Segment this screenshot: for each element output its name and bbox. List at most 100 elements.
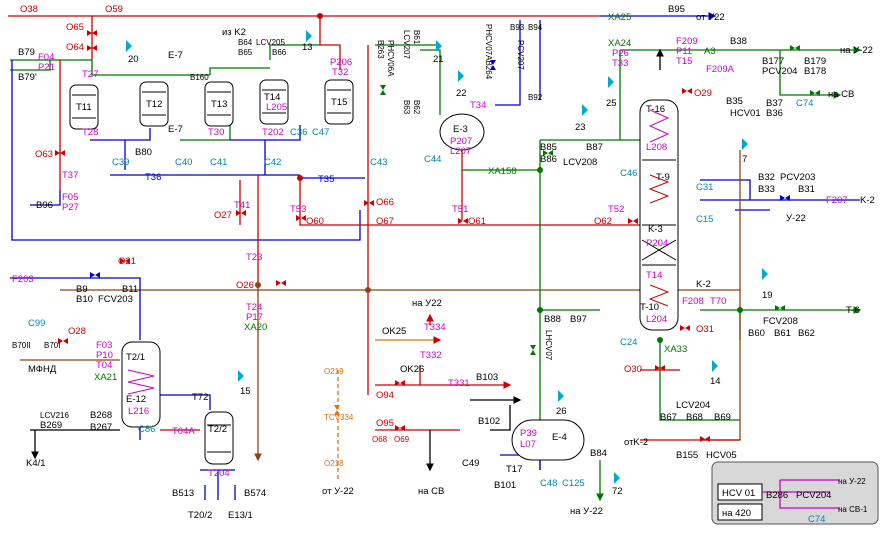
label-p27: P27 xyxy=(62,202,79,213)
vessel-e12[interactable] xyxy=(121,341,161,428)
valve-o31[interactable] xyxy=(680,325,690,331)
label-xa20: XA20 xyxy=(244,322,267,333)
exchanger-t13[interactable] xyxy=(204,81,234,127)
label-c49: C49 xyxy=(462,458,479,469)
valve-o61[interactable] xyxy=(458,218,468,224)
label-b62: B62 xyxy=(412,100,421,115)
label-b11: B11 xyxy=(122,284,138,295)
exchanger-t22[interactable] xyxy=(204,411,234,465)
instrument-flags xyxy=(126,30,768,484)
valve-fcv203[interactable] xyxy=(90,272,100,278)
label-xa33: XA33 xyxy=(664,344,687,355)
label-p17: P17 xyxy=(246,312,263,323)
label-t24: T24 xyxy=(246,302,262,313)
label-t36: T36 xyxy=(145,172,161,183)
valve-o27[interactable] xyxy=(236,210,246,216)
label-o219: O219 xyxy=(324,367,344,376)
flag-15-icon xyxy=(238,370,244,382)
label-t72: T72 xyxy=(192,392,208,403)
valve-phcv07a[interactable] xyxy=(490,60,496,70)
vessel-e3[interactable] xyxy=(439,113,485,151)
label-t16: T-16 xyxy=(646,104,665,115)
valve-o62[interactable] xyxy=(628,218,638,224)
label-p207: P207 xyxy=(450,136,472,147)
valve-o30[interactable] xyxy=(655,365,665,371)
legend-nasv1: на СВ-1 xyxy=(838,505,868,514)
valve-o66[interactable] xyxy=(364,200,374,206)
valve-o65[interactable] xyxy=(87,30,97,36)
label-o29: O29 xyxy=(694,88,712,99)
valve-o29[interactable] xyxy=(682,88,692,94)
label-b70i: B70I xyxy=(44,341,60,350)
label-b80: B80 xyxy=(135,147,152,158)
label-n15: 15 xyxy=(240,386,251,397)
valve-phcv06a[interactable] xyxy=(380,85,386,95)
label-xa25: XA25 xyxy=(608,12,631,23)
label-t37: T37 xyxy=(62,170,78,181)
valve-pcv203[interactable] xyxy=(780,195,790,201)
flag-25-icon xyxy=(608,76,614,88)
label-k2a: K-2 xyxy=(860,195,875,206)
valve-lcv208[interactable] xyxy=(543,150,553,156)
label-b69: B69 xyxy=(714,412,731,423)
valve-fcv208[interactable] xyxy=(775,305,785,311)
label-b37: B37 xyxy=(766,98,783,109)
valve-hcv05[interactable] xyxy=(700,436,710,442)
flag-26-icon xyxy=(558,390,564,402)
valve-o63[interactable] xyxy=(55,150,65,156)
label-f207: F207 xyxy=(826,195,848,206)
label-c43: C43 xyxy=(370,157,387,168)
legend-na420: на 420 xyxy=(722,508,751,519)
label-c36: C36 xyxy=(290,127,307,138)
valve-o95[interactable] xyxy=(395,425,405,431)
label-t15: T15 xyxy=(331,97,347,108)
flag-23-icon xyxy=(582,104,588,116)
label-f04: F04 xyxy=(38,52,54,63)
label-f203: F203 xyxy=(12,274,34,285)
label-b177: B177 xyxy=(762,56,784,67)
label-l07: L07 xyxy=(520,439,536,450)
label-b101: B101 xyxy=(494,480,516,491)
valve-o60[interactable] xyxy=(296,215,306,221)
label-b10: B10 xyxy=(76,294,93,305)
exchanger-t15[interactable] xyxy=(324,79,354,125)
label-t11: T11 xyxy=(76,102,92,113)
exchanger-t11[interactable] xyxy=(69,84,99,130)
label-nasv2: на СВ xyxy=(418,486,444,497)
valve-pcv204[interactable] xyxy=(790,45,800,51)
label-k3: K-3 xyxy=(648,224,663,235)
valve-o64[interactable] xyxy=(87,45,97,51)
valve-o21[interactable] xyxy=(120,258,130,264)
flag-22-icon xyxy=(458,70,464,82)
flag-13-icon xyxy=(306,30,312,42)
valve-o26[interactable] xyxy=(276,280,286,286)
valve-o28[interactable] xyxy=(58,338,68,344)
equipment xyxy=(69,79,679,465)
valve-hcv01[interactable] xyxy=(810,90,820,96)
pipelines xyxy=(8,12,862,502)
label-b62b: B62 xyxy=(798,328,815,339)
exchanger-t14[interactable] xyxy=(259,79,289,125)
valve-tcv334[interactable] xyxy=(334,405,340,415)
label-f208: F208 xyxy=(682,296,704,307)
flag-20-icon xyxy=(126,40,132,52)
exchanger-t12[interactable] xyxy=(139,81,169,127)
label-t14b: T14 xyxy=(646,270,662,281)
valve-o94[interactable] xyxy=(395,380,405,386)
label-t34: T34 xyxy=(470,100,486,111)
label-t53: T53 xyxy=(290,204,306,215)
label-p204: P204 xyxy=(646,238,668,249)
label-fcv203: FCV203 xyxy=(98,294,133,305)
label-b574: B574 xyxy=(244,488,266,499)
label-c40: C40 xyxy=(175,157,192,168)
label-t10: T-10 xyxy=(640,302,659,313)
vessel-e4[interactable] xyxy=(511,419,585,461)
vertical-labels: B263 PHCV06A LCV207 B61 B62 B63 PHCV07AB… xyxy=(376,24,553,361)
label-b160: B160 xyxy=(190,73,209,82)
column-k3[interactable] xyxy=(639,99,679,331)
valve-lhcv07[interactable] xyxy=(530,345,536,355)
legend-na420-box[interactable] xyxy=(717,503,763,521)
label-c48: C48 xyxy=(540,478,557,489)
label-t17: T17 xyxy=(506,464,522,475)
label-o21: O21 xyxy=(118,256,136,267)
